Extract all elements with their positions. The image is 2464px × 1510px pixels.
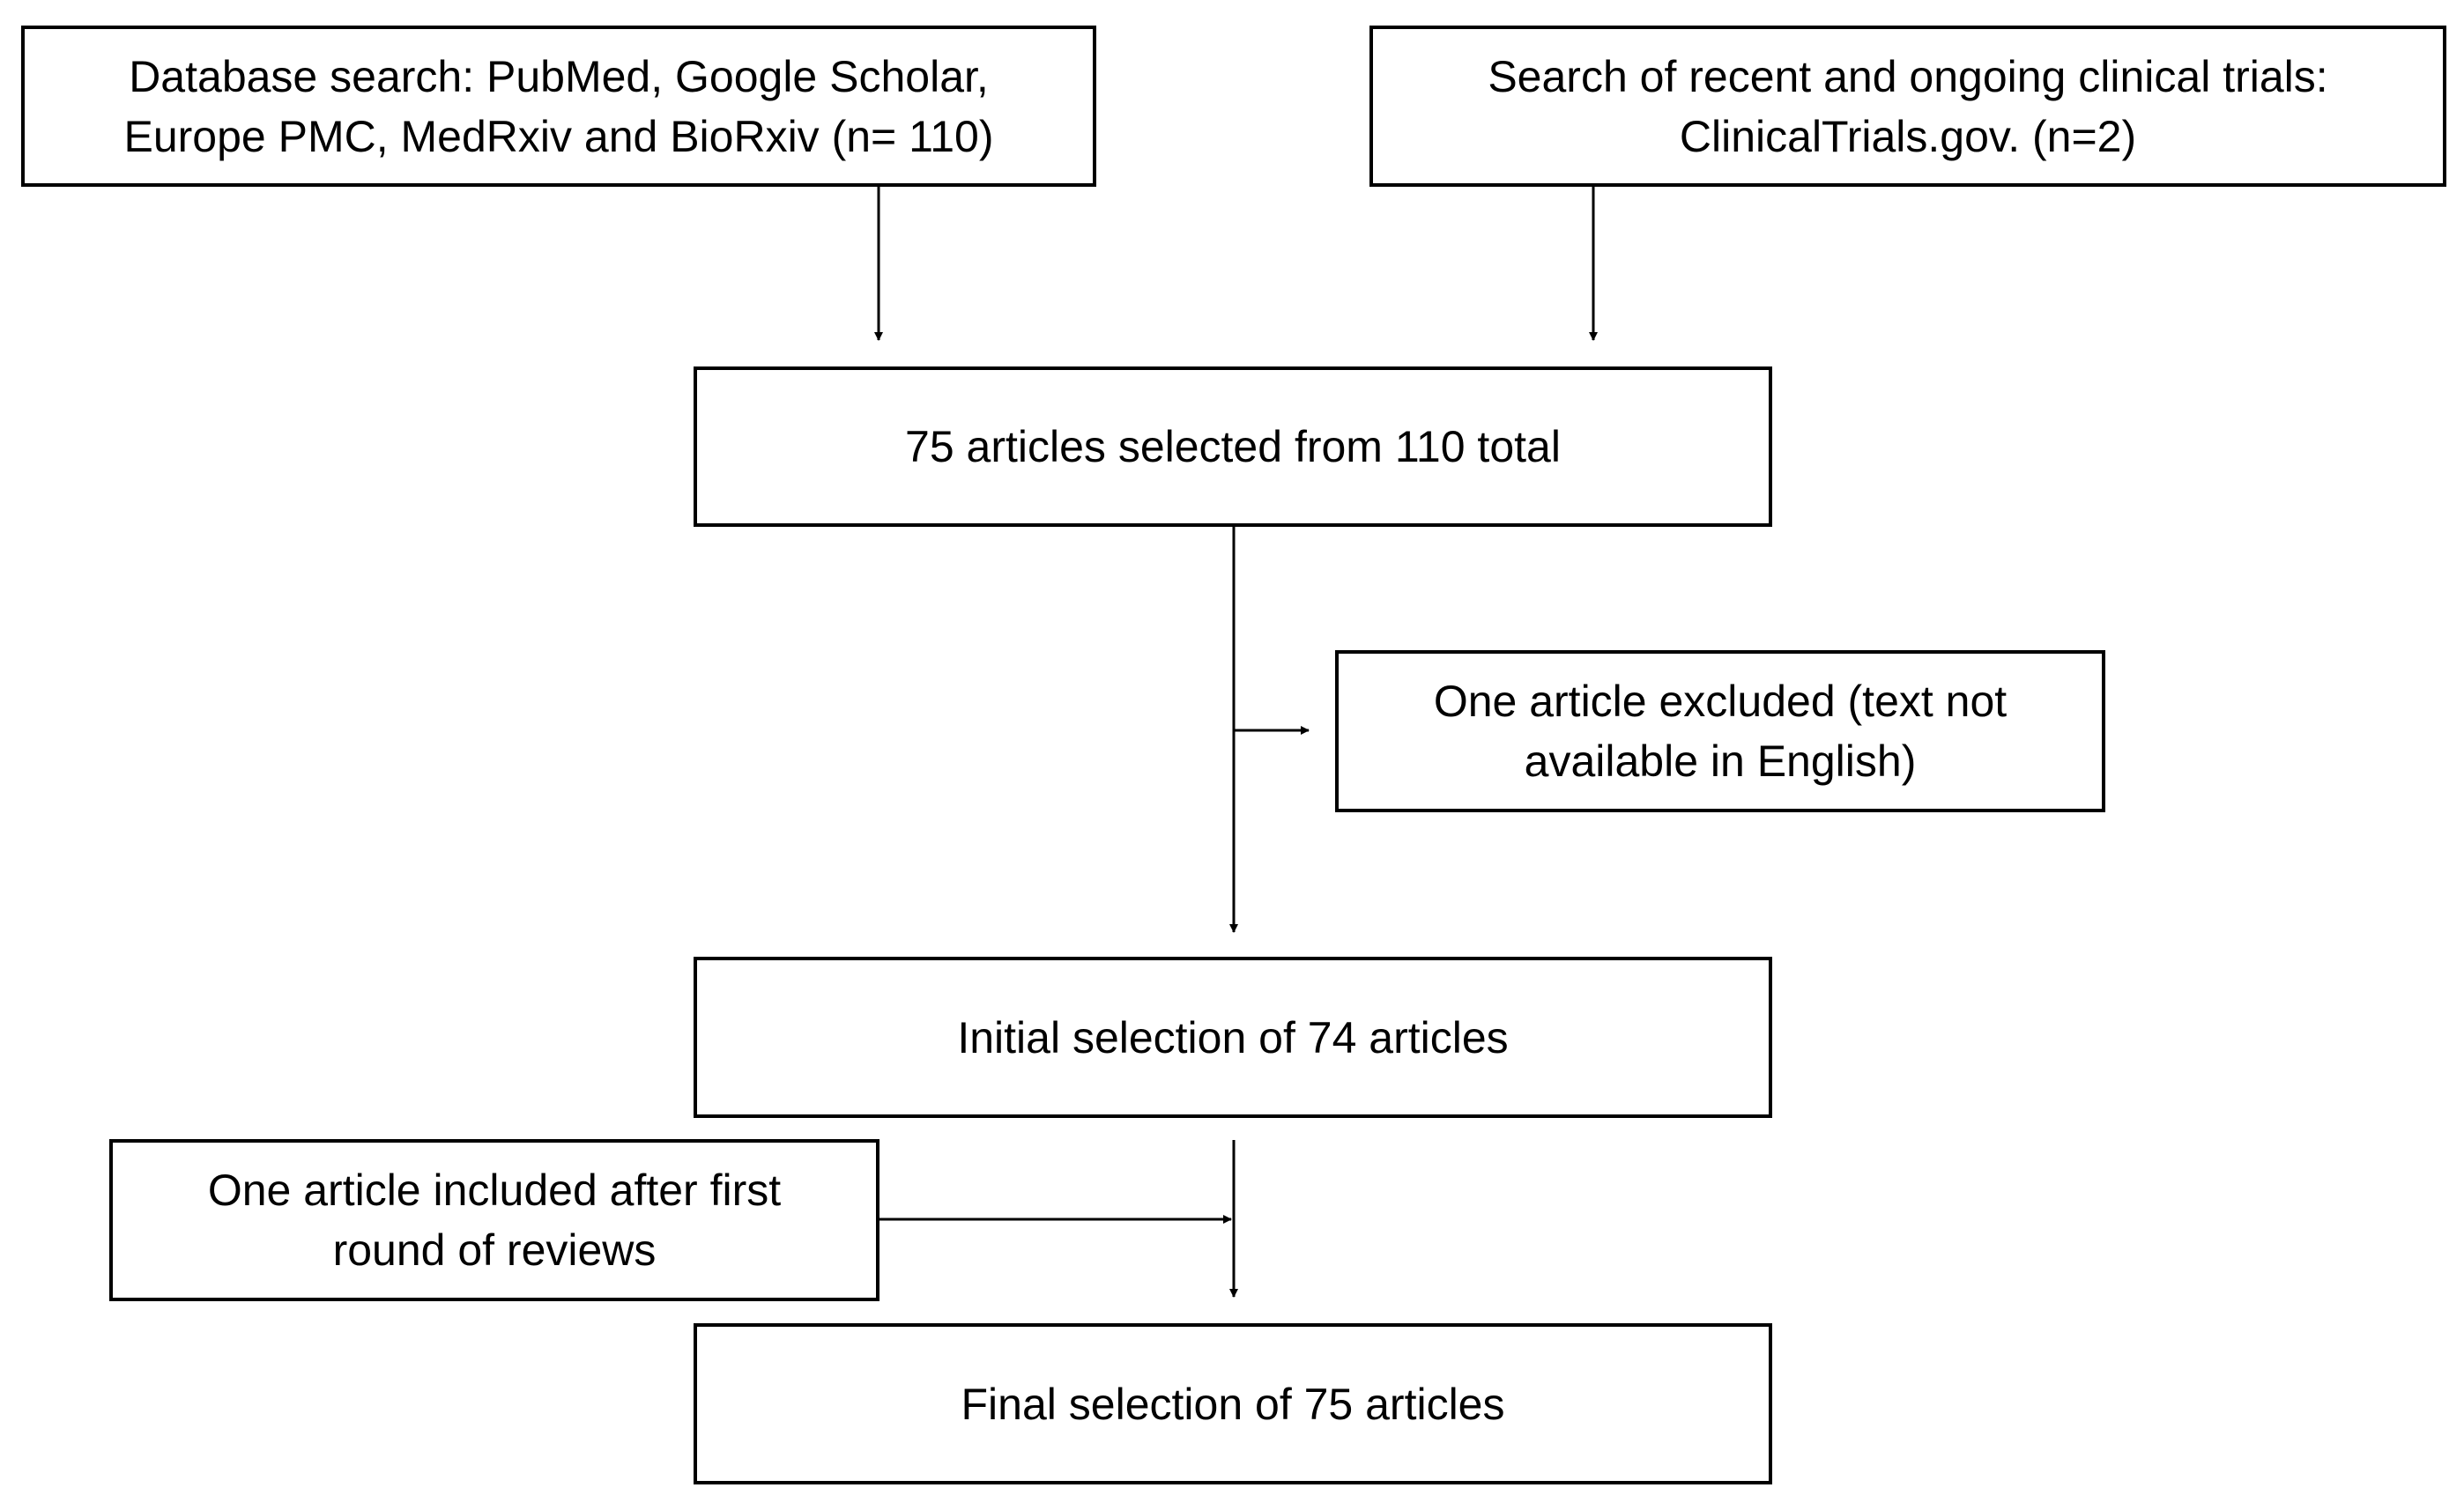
included-article-line-1: One article included after first [207, 1166, 782, 1215]
clinical-trials-line-1: Search of recent and ongoing clinical tr… [1488, 51, 2328, 101]
selected-articles-text: 75 articles selected from 110 total [905, 422, 1561, 471]
included-article-box: One article included after first round o… [109, 1139, 879, 1301]
selected-articles-box: 75 articles selected from 110 total [694, 366, 1772, 527]
database-search-box: Database search: PubMed, Google Scholar,… [21, 26, 1096, 187]
clinical-trials-line-2: ClinicalTrials.gov. (n=2) [1679, 111, 2137, 161]
clinical-trials-box: Search of recent and ongoing clinical tr… [1369, 26, 2446, 187]
database-search-line-2: Europe PMC, MedRxiv and BioRxiv (n= 110) [123, 111, 994, 161]
final-selection-box: Final selection of 75 articles [694, 1323, 1772, 1484]
excluded-article-box: One article excluded (text not available… [1335, 650, 2105, 812]
database-search-line-1: Database search: PubMed, Google Scholar, [129, 51, 989, 101]
excluded-article-line-1: One article excluded (text not [1433, 677, 2008, 726]
final-selection-text: Final selection of 75 articles [961, 1379, 1505, 1429]
included-article-line-2: round of reviews [332, 1225, 657, 1275]
excluded-article-line-2: available in English) [1524, 736, 1917, 786]
initial-selection-text: Initial selection of 74 articles [957, 1012, 1509, 1062]
initial-selection-box: Initial selection of 74 articles [694, 957, 1772, 1118]
